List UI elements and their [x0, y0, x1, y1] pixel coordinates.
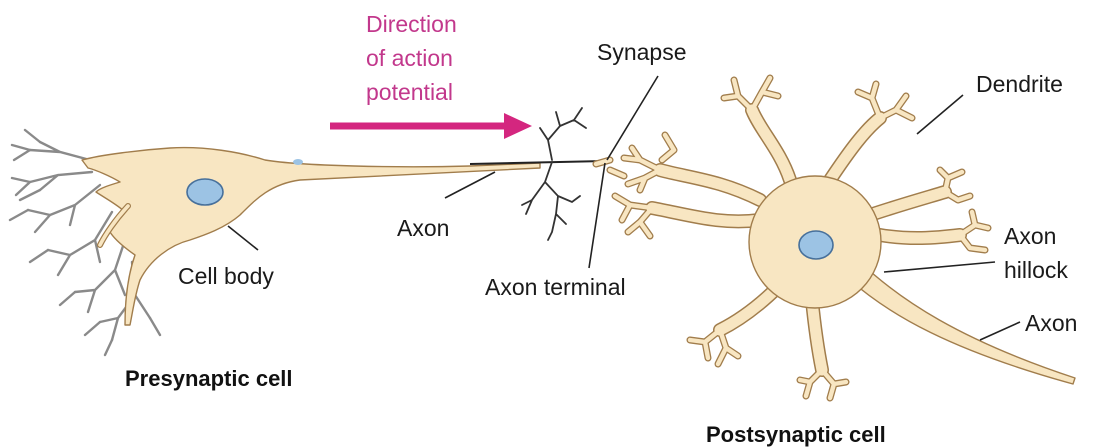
direction-label-line2: of action	[366, 45, 453, 71]
axon-hillock-label-line2: hillock	[1004, 257, 1068, 283]
direction-label-line1: Direction	[366, 11, 457, 37]
direction-label-line3: potential	[366, 79, 453, 105]
axon-label-presynaptic: Axon	[397, 215, 449, 241]
cell-body-label: Cell body	[178, 263, 274, 289]
presynaptic-cell	[10, 130, 605, 355]
presynaptic-cell-body	[82, 148, 540, 325]
synapse-label: Synapse	[597, 39, 687, 65]
postsynaptic-nucleus	[799, 231, 833, 259]
axon-terminal-label: Axon terminal	[485, 274, 626, 300]
direction-arrow	[330, 113, 532, 139]
axon-label-postsynaptic: Axon	[1025, 310, 1077, 336]
presynaptic-cell-label: Presynaptic cell	[125, 366, 293, 391]
dendrite-label: Dendrite	[976, 71, 1063, 97]
axon-hillock-label-line1: Axon	[1004, 223, 1056, 249]
labels: Direction of action potential Synapse De…	[125, 11, 1077, 447]
axon-terminal-branches	[522, 108, 586, 240]
postsynaptic-cell-label: Postsynaptic cell	[706, 422, 886, 447]
presynaptic-nucleus	[187, 179, 223, 205]
